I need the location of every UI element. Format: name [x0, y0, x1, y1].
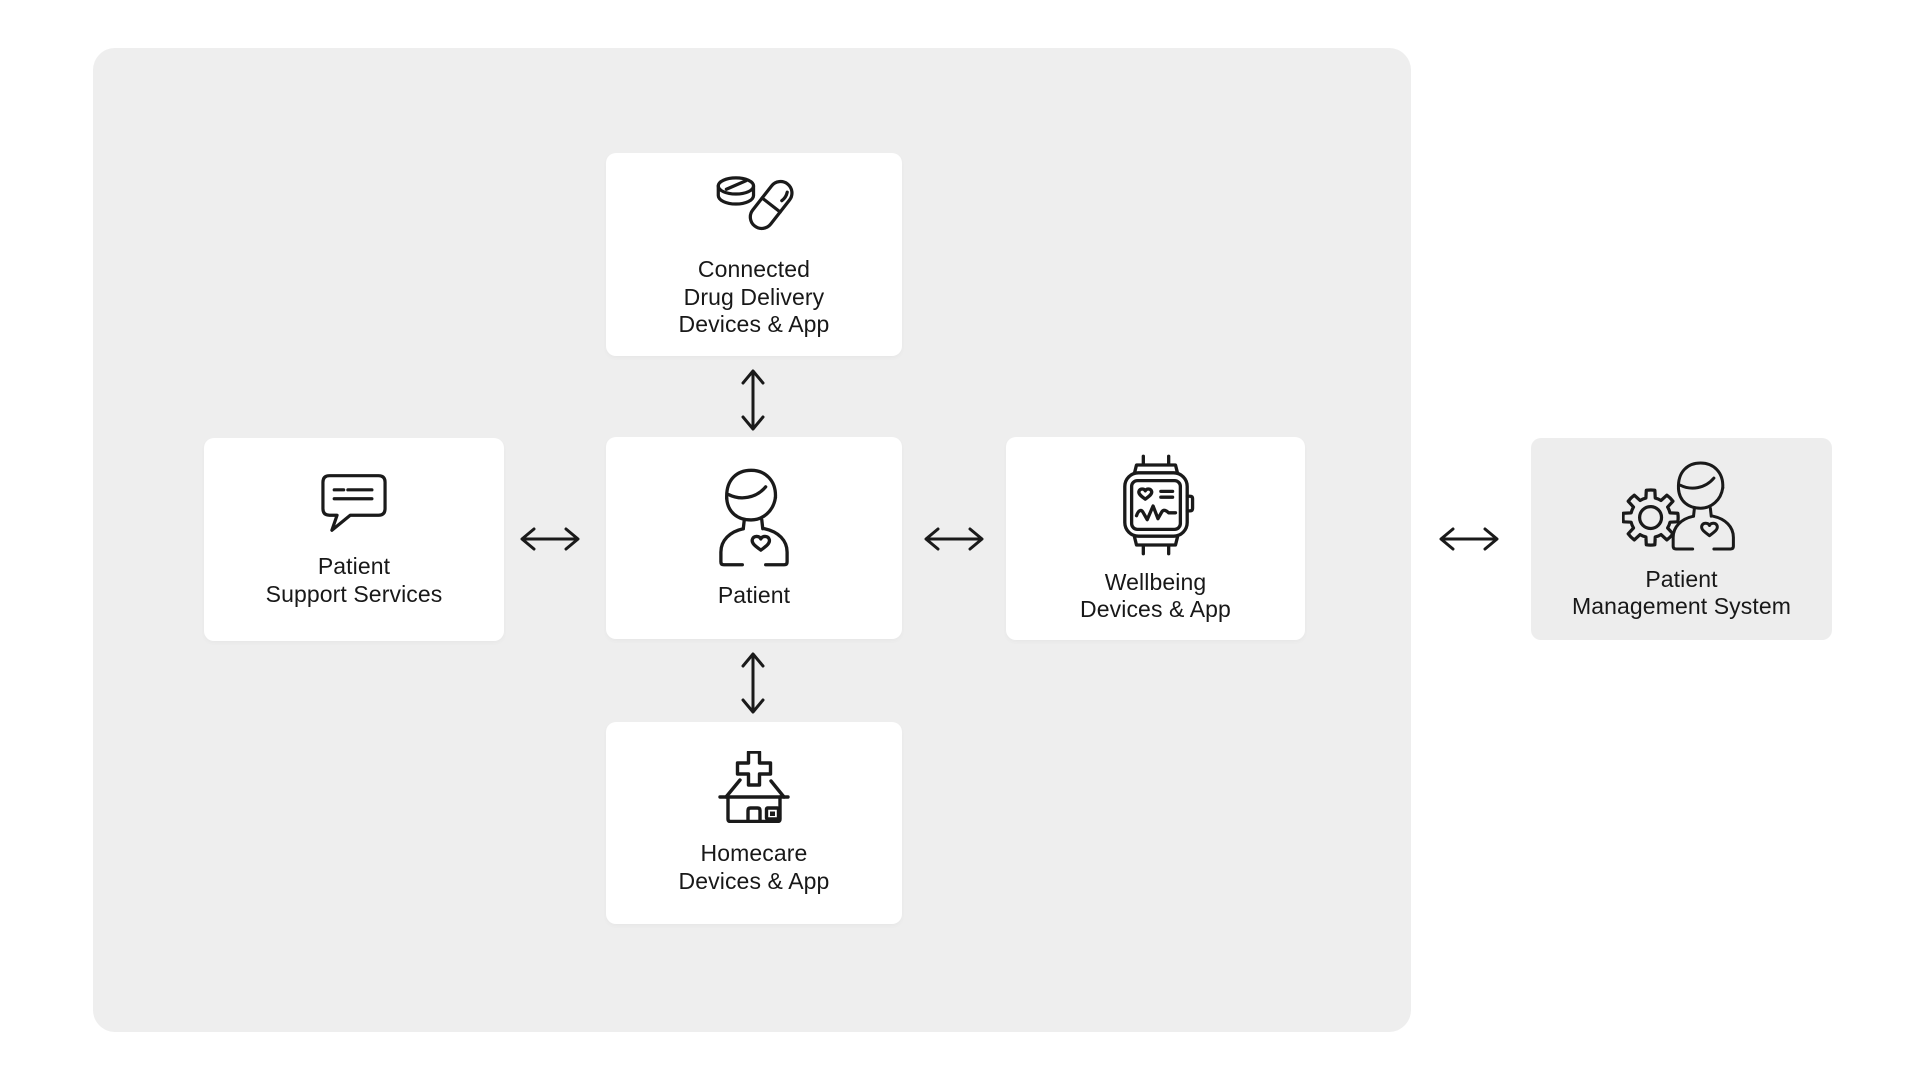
node-card-wellbeing: Wellbeing Devices & App	[1006, 437, 1305, 640]
node-label-homecare: Homecare Devices & App	[678, 840, 830, 894]
house-medical-icon	[718, 751, 790, 823]
node-card-homecare: Homecare Devices & App	[606, 722, 902, 924]
node-card-patient: Patient	[606, 437, 902, 639]
node-card-management-system: Patient Management System	[1531, 438, 1832, 640]
arrow-ecosystem-management-system	[1439, 527, 1499, 551]
arrow-patient-wellbeing	[924, 527, 984, 551]
node-card-patient-support: Patient Support Services	[204, 438, 504, 641]
arrow-patient-homecare	[741, 652, 765, 714]
arrow-patient-support	[520, 527, 580, 551]
node-label-drug-delivery: Connected Drug Delivery Devices & App	[678, 256, 830, 338]
chat-bubble-icon	[321, 474, 387, 532]
node-label-patient: Patient	[717, 581, 791, 608]
gear-person-icon	[1621, 461, 1735, 550]
node-card-drug-delivery: Connected Drug Delivery Devices & App	[606, 153, 902, 356]
smartwatch-icon	[1122, 454, 1194, 555]
person-heart-icon	[719, 468, 789, 567]
tablet-and-capsule-icon	[716, 176, 794, 231]
node-label-wellbeing: Wellbeing Devices & App	[1080, 568, 1231, 623]
node-label-patient-support: Patient Support Services	[265, 553, 443, 607]
arrow-patient-drug-delivery	[741, 369, 765, 431]
node-label-management-system: Patient Management System	[1571, 565, 1792, 620]
